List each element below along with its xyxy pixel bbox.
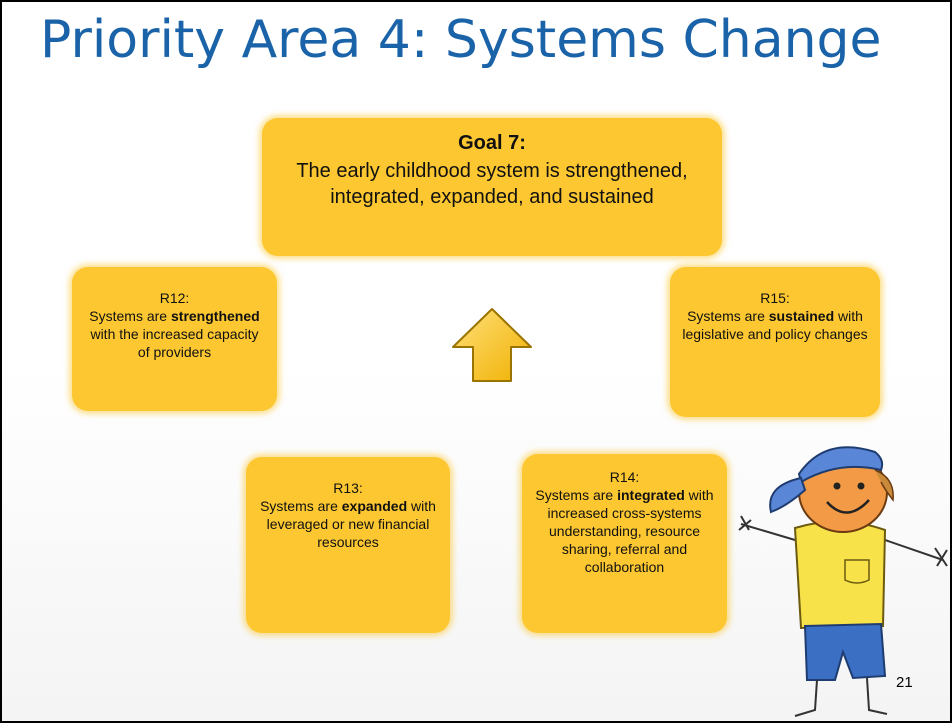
goal-text: The early childhood system is strengthen… [296, 160, 688, 208]
result-emphasis: expanded [341, 498, 408, 514]
result-code: R12: [159, 290, 190, 306]
result-text-before: Systems are [89, 308, 171, 324]
up-arrow-icon [452, 308, 532, 382]
result-emphasis: integrated [617, 487, 685, 503]
child-drawing-illustration [738, 446, 948, 717]
slide-title: Priority Area 4: Systems Change [40, 10, 882, 70]
result-text-after: with increased cross-systems understandi… [547, 487, 714, 575]
result-box-r13: R13: Systems are expanded with leveraged… [246, 457, 450, 633]
result-emphasis: sustained [768, 308, 835, 324]
result-text-before: Systems are [260, 498, 342, 514]
result-text-before: Systems are [687, 308, 769, 324]
goal-box: Goal 7: The early childhood system is st… [262, 118, 722, 256]
result-text-after: with leveraged or new financial resource… [266, 498, 436, 550]
result-box-r15: R15: Systems are sustained with legislat… [670, 267, 880, 417]
page-number: 21 [896, 674, 913, 691]
result-text-after: with legislative and policy changes [682, 308, 868, 342]
result-code: R13: [333, 480, 363, 496]
result-emphasis: strengthened [171, 308, 260, 324]
result-text-after: with the increased capacity of providers [90, 326, 259, 360]
result-box-r14: R14: Systems are integrated with increas… [522, 454, 727, 633]
result-box-r12: R12: Systems are strengthened with the i… [72, 267, 277, 411]
result-code: R15: [760, 290, 790, 306]
goal-heading: Goal 7: [458, 132, 526, 154]
result-code: R14: [609, 469, 640, 485]
result-text-before: Systems are [535, 487, 618, 503]
